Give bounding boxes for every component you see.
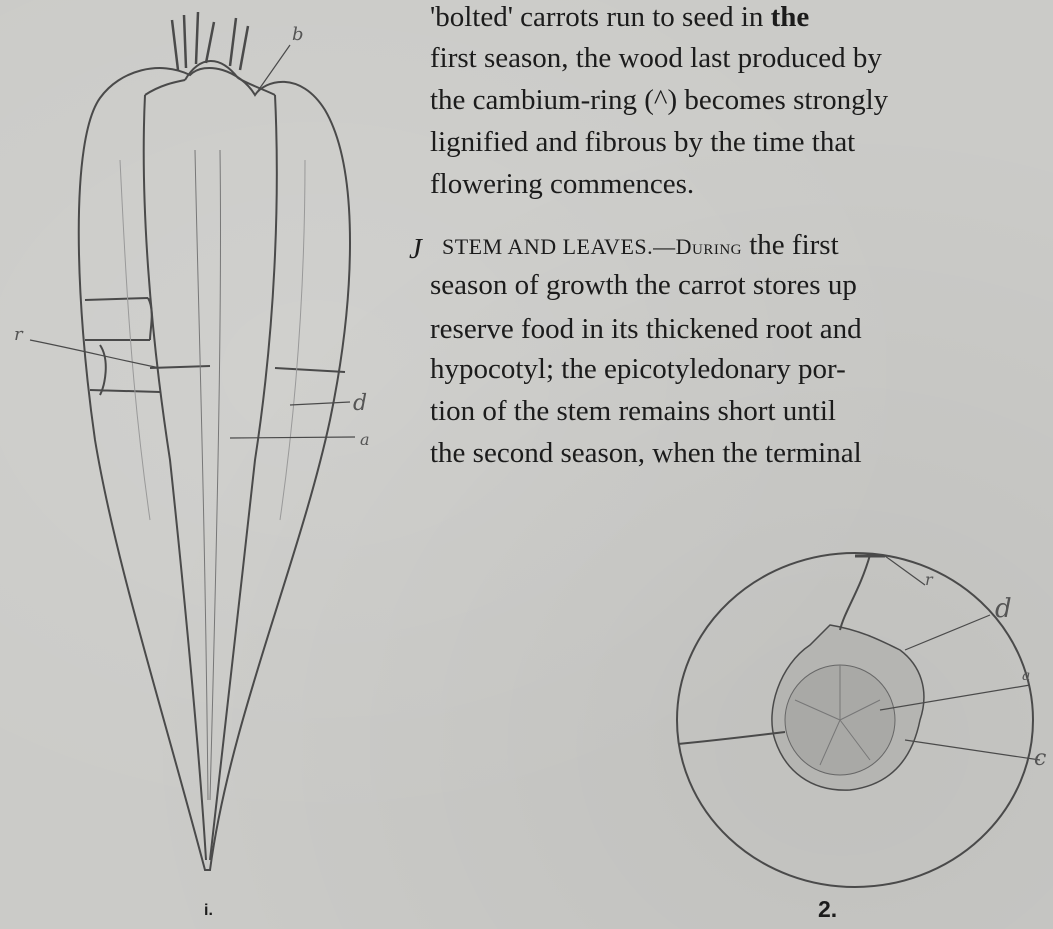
fig2-label-c: c bbox=[1034, 746, 1046, 771]
fig2-label-d: d bbox=[995, 594, 1012, 624]
figure-2-carrot-cross-section bbox=[677, 553, 1040, 887]
fig1-label-b: b bbox=[292, 24, 304, 45]
fig1-label-r: r bbox=[14, 324, 24, 345]
fig2-label-r: r bbox=[925, 570, 934, 589]
figure-1-caption: i. bbox=[204, 902, 213, 920]
figure-2-caption: 2. bbox=[818, 896, 837, 923]
figure-1-labels: b r d a bbox=[14, 24, 370, 449]
fig1-label-a: a bbox=[360, 430, 370, 449]
fig1-label-d: d bbox=[353, 391, 367, 416]
figure-1-carrot-section bbox=[30, 12, 355, 870]
figure-2-labels: r d a c bbox=[925, 570, 1046, 771]
fig2-label-a: a bbox=[1022, 668, 1030, 684]
